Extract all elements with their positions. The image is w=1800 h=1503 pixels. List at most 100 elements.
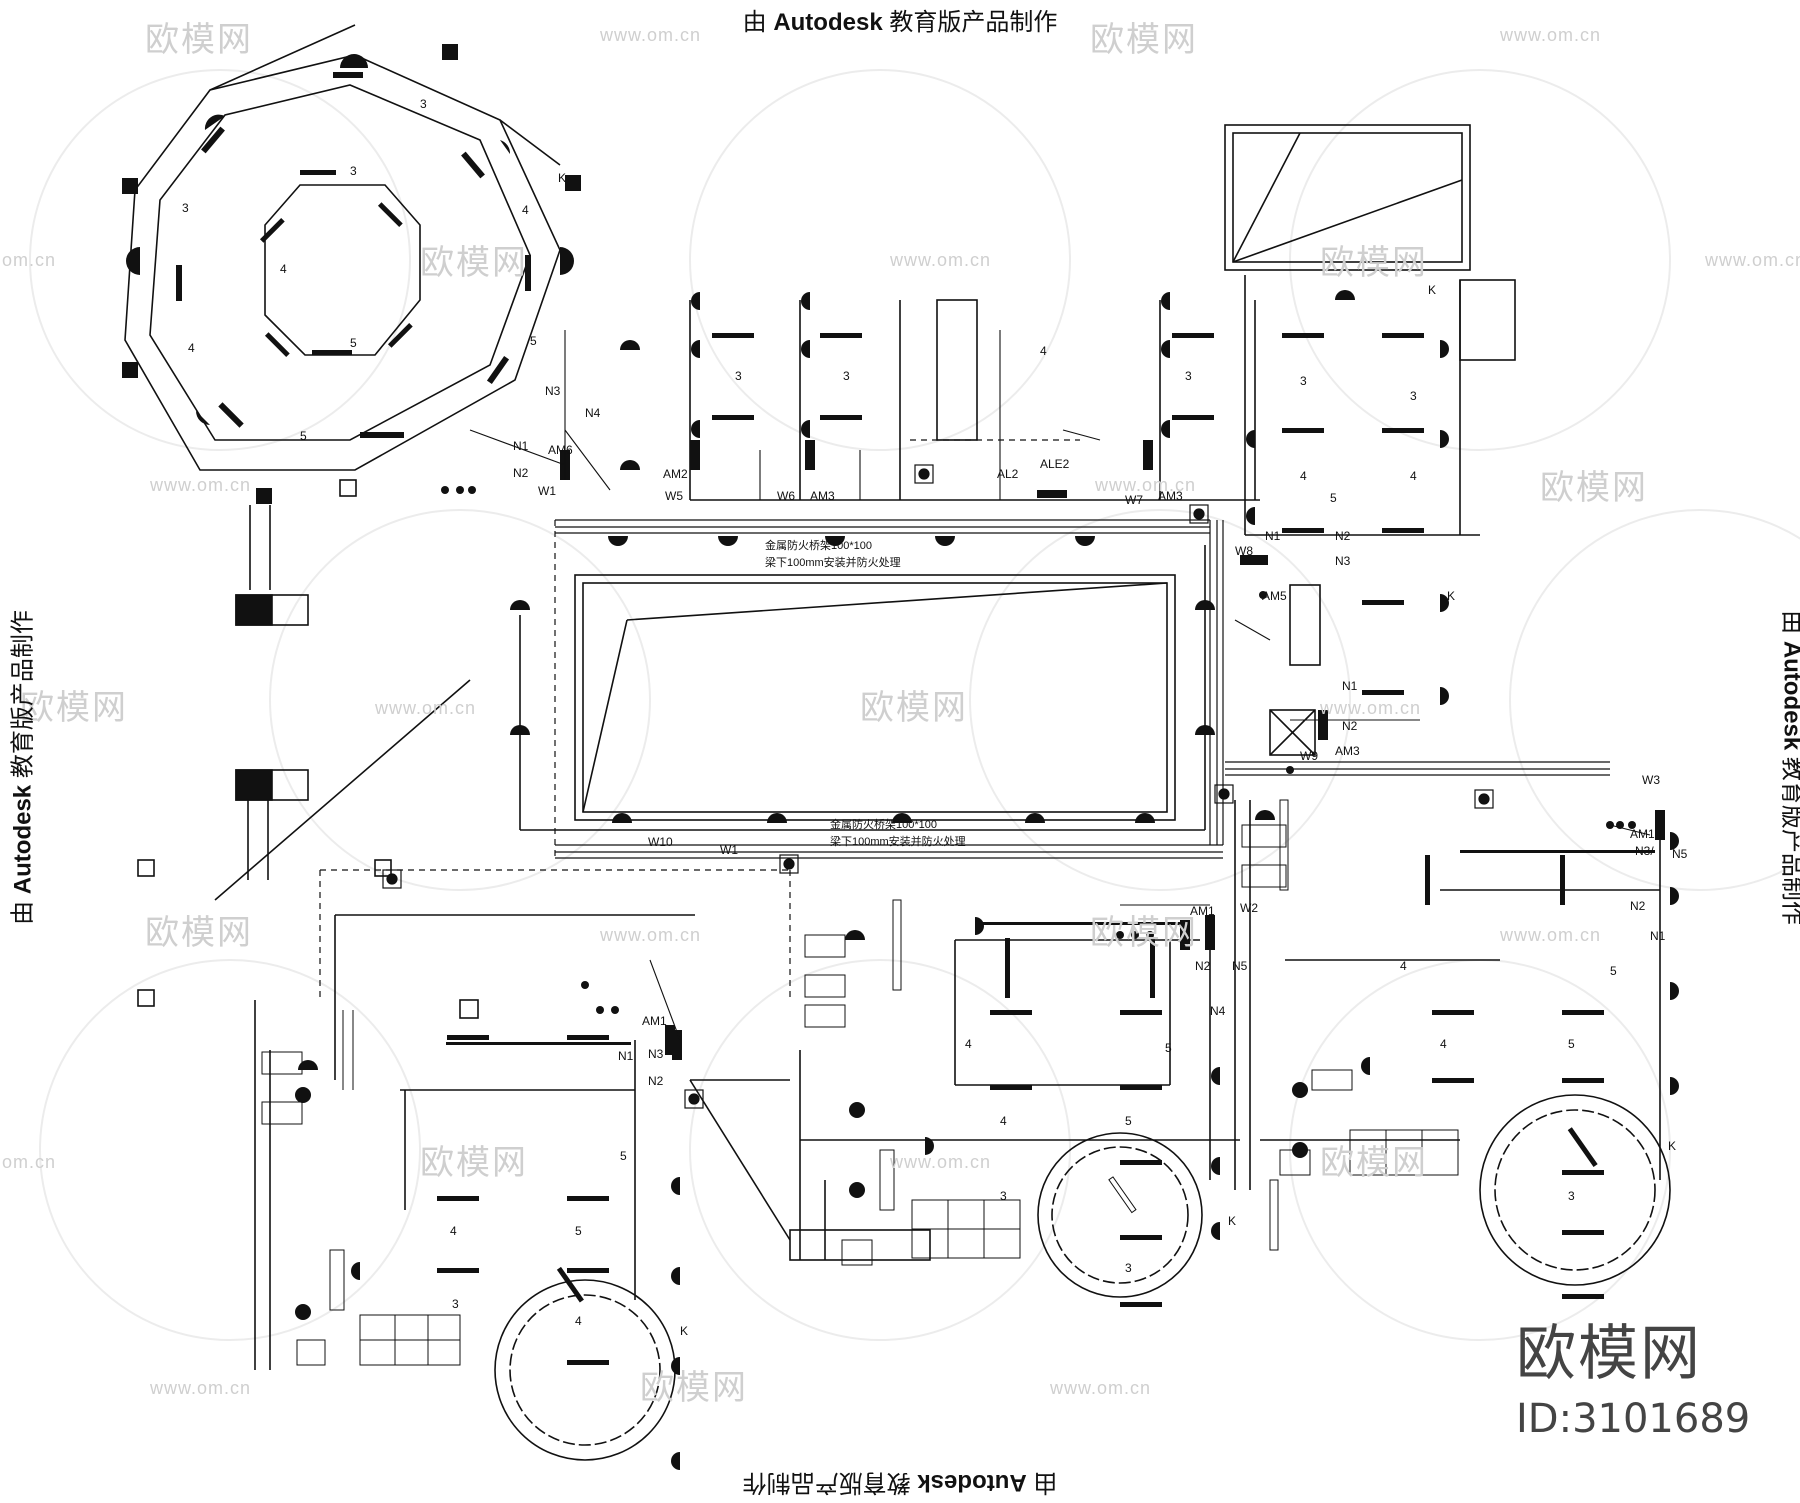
circuit-n5: N5 xyxy=(1232,959,1248,973)
wire-count-3i: 3 xyxy=(452,1297,459,1311)
edition-brand: Autodesk xyxy=(917,1469,1026,1496)
watermark-url: www.om.cn xyxy=(600,925,701,946)
wire-count-4k: 4 xyxy=(1400,959,1407,973)
watermark-brand: 欧模网 xyxy=(420,1135,528,1184)
watermark-url: www.om.cn xyxy=(890,250,991,271)
circuit-w3: W3 xyxy=(1642,773,1660,787)
circuit-w1b: W1 xyxy=(720,843,738,857)
circuit-n2d: N2 xyxy=(648,1074,664,1088)
circuit-w10: W10 xyxy=(648,835,673,849)
circuit-n2: N2 xyxy=(513,466,529,480)
lower-middle-module xyxy=(790,940,1240,1297)
edition-prefix: 由 xyxy=(10,901,37,925)
circuit-n3: N3 xyxy=(545,384,561,398)
panel-label-am5: AM5 xyxy=(1262,589,1287,603)
edition-suffix: 教育版产品制作 xyxy=(10,610,37,778)
upper-fixtures xyxy=(712,333,1424,695)
lower-left-furniture xyxy=(262,1010,460,1365)
wire-count-3j: 3 xyxy=(1000,1189,1007,1203)
wire-count-3l: 3 xyxy=(1568,1189,1575,1203)
circuit-k2: K xyxy=(558,171,566,185)
wire-count-4j: 4 xyxy=(1000,1114,1007,1128)
circuit-k6: K xyxy=(1668,1139,1676,1153)
wire-count-3e: 3 xyxy=(843,369,850,383)
circuit-w1: W1 xyxy=(538,484,556,498)
watermark-brand: 欧模网 xyxy=(640,1360,748,1409)
wire-count-4b: 4 xyxy=(188,341,195,355)
edition-suffix: 教育版产品制作 xyxy=(743,1469,911,1496)
circuit-n1: N1 xyxy=(513,439,529,453)
watermark-url: om.cn xyxy=(2,250,56,271)
circuit-w5: W5 xyxy=(665,489,683,503)
watermark-url: www.om.cn xyxy=(150,1378,251,1399)
wire-count-5d: 5 xyxy=(1330,491,1337,505)
wire-count-4l: 4 xyxy=(1440,1037,1447,1051)
watermark-brand: 欧模网 xyxy=(145,905,253,954)
circuit-k3: K xyxy=(1447,589,1455,603)
edition-prefix: 由 xyxy=(1033,1469,1057,1496)
wire-count-5b: 5 xyxy=(300,429,307,443)
wire-count-3g: 3 xyxy=(1300,374,1307,388)
edition-prefix: 由 xyxy=(1779,610,1800,634)
watermark-brand: 欧模网 xyxy=(860,680,968,729)
circuit-n4b: N4 xyxy=(1210,1004,1226,1018)
lower-middle-furniture xyxy=(805,900,1136,1265)
site-logo-brand: 欧模网 xyxy=(1516,1305,1702,1392)
watermark-brand: 欧模网 xyxy=(1090,905,1198,954)
panel-label-am3: AM3 xyxy=(810,489,835,503)
wire-count-3c: 3 xyxy=(420,97,427,111)
tray-note-top-1: 金属防火桥架100*100 xyxy=(765,538,872,552)
circuit-n3b: N3 xyxy=(1335,554,1351,568)
circuit-n1b: N1 xyxy=(1265,529,1281,543)
circuit-n2f: N2 xyxy=(1630,899,1646,913)
circuit-w9: W9 xyxy=(1300,749,1318,763)
watermark-url: www.om.cn xyxy=(150,475,251,496)
watermark-url: www.om.cn xyxy=(1095,475,1196,496)
model-id-label: ID:3101689 xyxy=(1516,1396,1750,1442)
edition-prefix: 由 xyxy=(743,9,767,36)
edition-suffix: 教育版产品制作 xyxy=(889,9,1057,36)
edition-brand: Autodesk xyxy=(10,785,37,894)
circuit-n1c: N1 xyxy=(1342,679,1358,693)
wire-count-4c: 4 xyxy=(522,203,529,217)
panel-label-am6: AM6 xyxy=(548,443,573,457)
wire-count-5c: 5 xyxy=(530,334,537,348)
watermark-brand: 欧模网 xyxy=(420,235,528,284)
wire-count-5i: 5 xyxy=(1568,1037,1575,1051)
edition-notice-bottom: 由 Autodesk 教育版产品制作 xyxy=(0,1468,1800,1503)
watermark-brand: 欧模网 xyxy=(1320,1135,1428,1184)
circuit-k5: K xyxy=(1228,1214,1236,1228)
circuit-w2: W2 xyxy=(1240,901,1258,915)
wire-count-3a: 3 xyxy=(350,164,357,178)
watermark-url: www.om.cn xyxy=(1050,1378,1151,1399)
watermark-url: www.om.cn xyxy=(1500,925,1601,946)
panel-label-al2: AL2 xyxy=(997,467,1019,481)
panel-label-am1a: AM1 xyxy=(642,1014,667,1028)
wire-count-5h: 5 xyxy=(1165,1041,1172,1055)
circuit-n4: N4 xyxy=(585,406,601,420)
circuit-n2c: N2 xyxy=(1342,719,1358,733)
tray-note-top-2: 梁下100mm安装并防火处理 xyxy=(765,555,901,569)
circuit-n1d: N1 xyxy=(618,1049,634,1063)
wire-count-3f: 3 xyxy=(1185,369,1192,383)
wire-count-5g: 5 xyxy=(1125,1114,1132,1128)
wire-count-4e: 4 xyxy=(1410,469,1417,483)
watermark-url: www.om.cn xyxy=(1320,698,1421,719)
circuit-n5b: N5 xyxy=(1672,847,1688,861)
wire-count-4g: 4 xyxy=(450,1224,457,1238)
watermark-url: www.om.cn xyxy=(890,1152,991,1173)
wire-count-3k: 3 xyxy=(1125,1261,1132,1275)
circuit-w8: W8 xyxy=(1235,544,1253,558)
watermark-brand: 欧模网 xyxy=(1540,460,1648,509)
wire-count-4a: 4 xyxy=(280,262,287,276)
edition-suffix: 教育版产品制作 xyxy=(1779,757,1800,925)
circuit-n3c: N3 xyxy=(648,1047,664,1061)
cable-tray-lower xyxy=(555,762,1610,858)
wire-count-4h: 4 xyxy=(575,1314,582,1328)
wire-count-5f: 5 xyxy=(620,1149,627,1163)
wire-count-4f: 4 xyxy=(1040,344,1047,358)
tray-note-bottom-1: 金属防火桥架100*100 xyxy=(830,817,937,831)
tray-note-bottom-2: 梁下100mm安装并防火处理 xyxy=(830,834,966,848)
panel-label-am2: AM2 xyxy=(663,467,688,481)
